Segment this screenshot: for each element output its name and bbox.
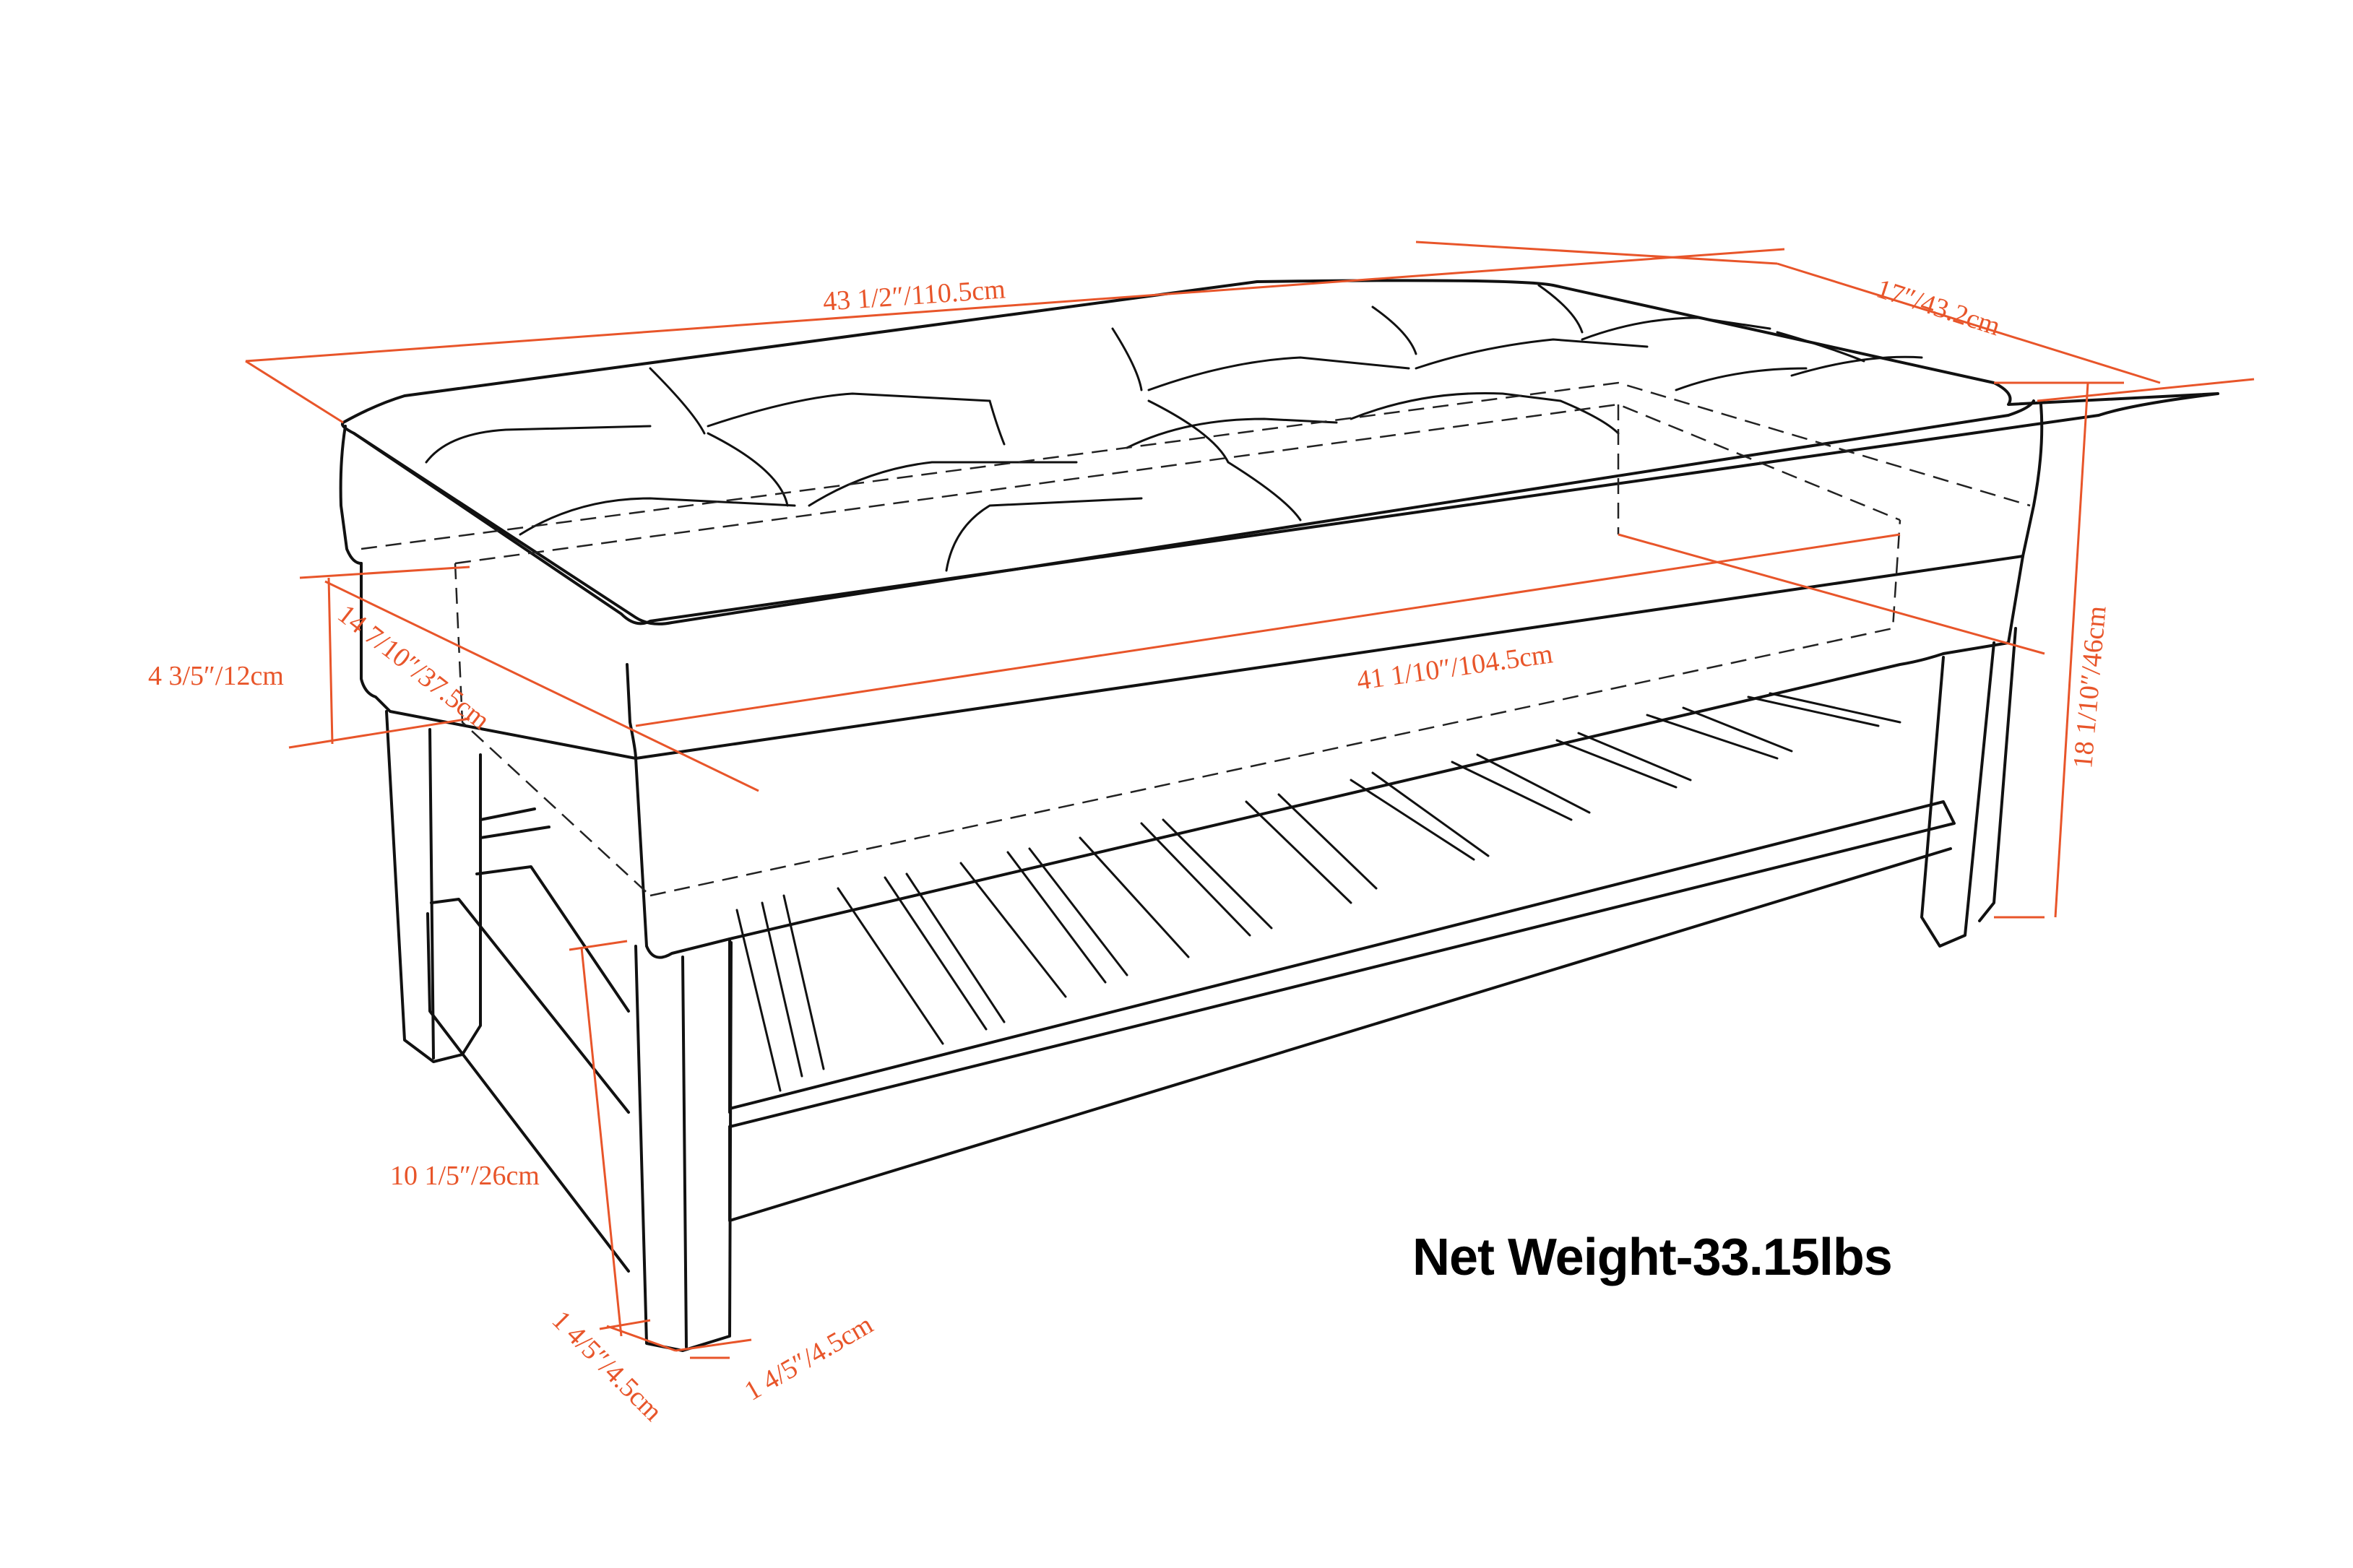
shelf-slats <box>735 692 1901 1092</box>
hidden-compartment <box>360 381 2031 897</box>
shelf-rail <box>728 800 1956 1222</box>
left-stretcher <box>426 807 630 1273</box>
leg-depth-label: 1 4/5″/4.5cm <box>546 1305 668 1427</box>
dimension-lines <box>245 241 2255 1359</box>
cushion-top <box>341 279 2219 625</box>
storage-box <box>360 555 2024 959</box>
bench-drawing <box>339 279 2219 1352</box>
leg-width-label: 1 4/5″/4.5cm <box>740 1309 878 1407</box>
tufting <box>425 284 1923 572</box>
overall-length-label: 43 1/2″/110.5cm <box>822 274 1006 317</box>
shelf-clearance-label: 10 1/5″/26cm <box>390 1161 540 1191</box>
interior-length-label: 41 1/10″/104.5cm <box>1355 638 1555 696</box>
interior-height-label: 4 3/5″/12cm <box>148 661 284 691</box>
overall-depth-label: 17″/43.2cm <box>1873 274 2004 342</box>
overall-height-label: 18 1/10″/46cm <box>2068 605 2112 770</box>
net-weight-label: Net Weight-33.15lbs <box>1412 1229 1893 1286</box>
